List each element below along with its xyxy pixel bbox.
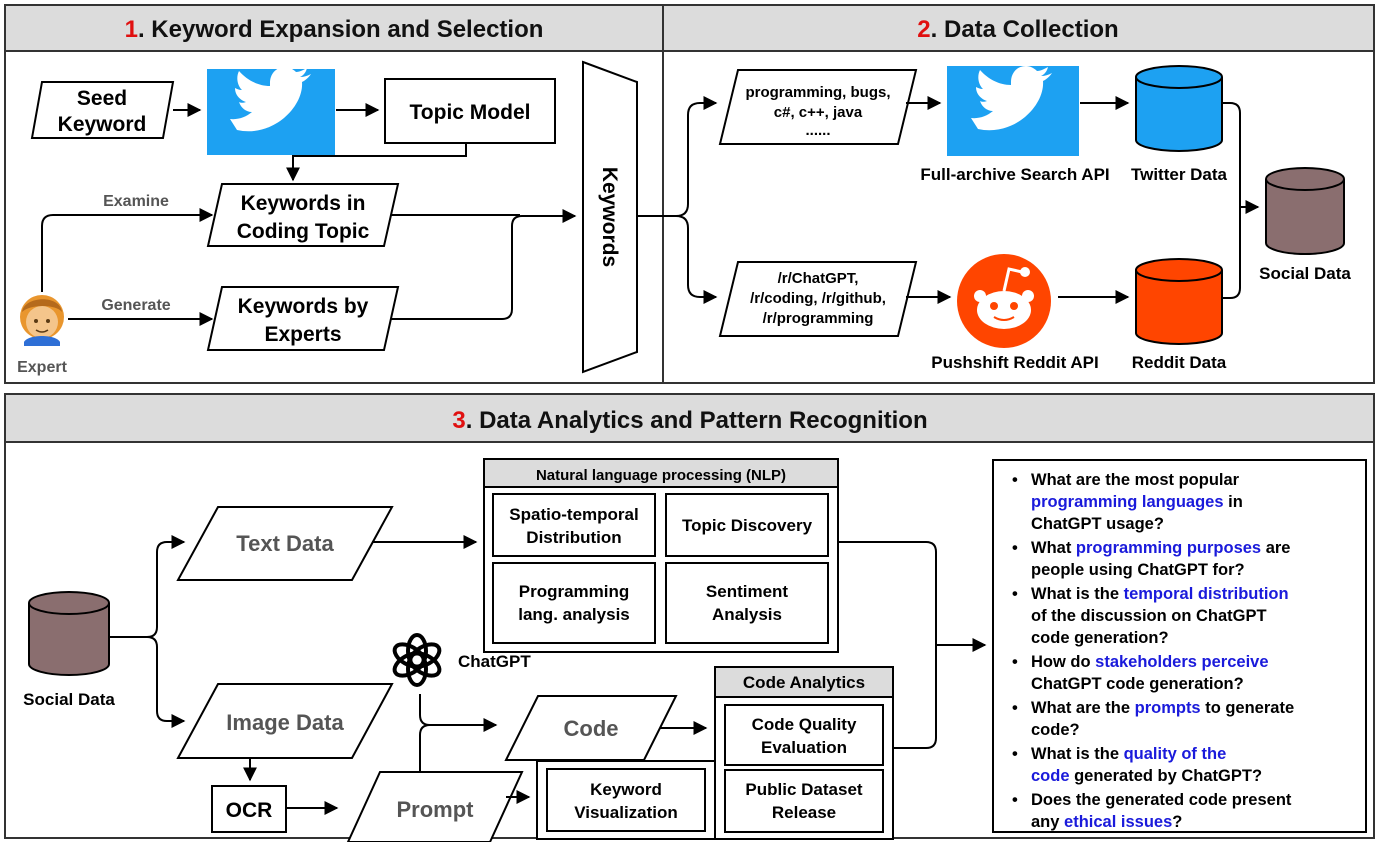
keyword-visualization-panel: Keyword Visualization xyxy=(536,760,716,840)
svg-text:code?: code? xyxy=(1031,721,1080,739)
prompt-node: Prompt xyxy=(346,771,524,842)
svg-text:Coding Topic: Coding Topic xyxy=(237,220,370,243)
svg-text:/r/ChatGPT,: /r/ChatGPT, xyxy=(778,270,859,287)
svg-text:people using ChatGPT for?: people using ChatGPT for? xyxy=(1031,561,1245,579)
section2-title: 2. Data Collection xyxy=(917,16,1118,43)
section3-title: 3. Data Analytics and Pattern Recognitio… xyxy=(452,407,927,434)
svg-text:•: • xyxy=(1012,585,1018,603)
svg-text:Text Data: Text Data xyxy=(236,531,334,556)
twitter-data-db xyxy=(1135,65,1223,152)
svg-text:ChatGPT usage?: ChatGPT usage? xyxy=(1031,515,1164,533)
svg-text:......: ...... xyxy=(805,122,830,139)
section1-title: 1. Keyword Expansion and Selection xyxy=(125,16,544,43)
svg-text:•: • xyxy=(1012,699,1018,717)
svg-text:any ethical issues?: any ethical issues? xyxy=(1031,813,1182,831)
examine-label: Examine xyxy=(103,193,169,210)
twitter-keywords-node: programming, bugs, c#, c++, java ...... xyxy=(718,69,918,145)
svg-text:lang. analysis: lang. analysis xyxy=(518,605,630,624)
expert-label: Expert xyxy=(17,359,67,376)
svg-text:Code: Code xyxy=(564,716,619,741)
code-analytics-title: Code Analytics xyxy=(743,673,865,692)
svg-text:Release: Release xyxy=(772,803,836,822)
svg-text:•: • xyxy=(1012,745,1018,763)
svg-text:•: • xyxy=(1012,471,1018,489)
research-questions-box: • What are the most popular programming … xyxy=(992,459,1367,833)
nlp-box: Natural language processing (NLP) Spatio… xyxy=(483,458,839,653)
svg-text:Analysis: Analysis xyxy=(712,605,782,624)
code-node: Code xyxy=(504,695,678,761)
svg-text:•: • xyxy=(1012,539,1018,557)
svg-text:Experts: Experts xyxy=(264,323,341,346)
svg-text:How do stakeholders perceive: How do stakeholders perceive xyxy=(1031,653,1269,671)
subreddits-node: /r/ChatGPT, /r/coding, /r/github, /r/pro… xyxy=(718,261,918,337)
svg-text:Distribution: Distribution xyxy=(526,528,621,547)
svg-text:Keyword: Keyword xyxy=(590,780,662,799)
pushshift-api-label: Pushshift Reddit API xyxy=(931,353,1099,372)
svg-text:Topic Discovery: Topic Discovery xyxy=(682,516,813,535)
svg-text:OCR: OCR xyxy=(226,799,273,822)
reddit-data-db xyxy=(1135,258,1223,345)
svg-text:/r/programming: /r/programming xyxy=(763,310,874,327)
svg-text:Topic Model: Topic Model xyxy=(410,101,531,124)
chatgpt-label: ChatGPT xyxy=(458,652,531,671)
svg-text:code generated by ChatGPT?: code generated by ChatGPT? xyxy=(1031,767,1262,785)
svg-text:programming languages in: programming languages in xyxy=(1031,493,1243,511)
keywords-node: Keywords xyxy=(582,60,638,374)
keywords-coding-topic-node: Keywords in Coding Topic xyxy=(206,183,400,247)
svg-text:Seed: Seed xyxy=(77,87,127,110)
svg-text:What programming purposes are: What programming purposes are xyxy=(1031,539,1290,557)
ocr-node: OCR xyxy=(211,785,287,833)
seed-keyword-node: Seed Keyword xyxy=(30,81,175,139)
code-analytics-box: Code Analytics Code Quality Evaluation P… xyxy=(714,666,894,840)
svg-text:Code Quality: Code Quality xyxy=(752,715,857,734)
svg-text:/r/coding, /r/github,: /r/coding, /r/github, xyxy=(750,290,886,307)
topic-model-node: Topic Model xyxy=(384,78,556,144)
reddit-alien-icon xyxy=(957,254,1051,348)
svg-text:What is the quality of the: What is the quality of the xyxy=(1031,745,1226,763)
svg-text:What are the prompts to genera: What are the prompts to generate xyxy=(1031,699,1294,717)
svg-text:Evaluation: Evaluation xyxy=(761,738,847,757)
text-data-node: Text Data xyxy=(176,506,394,581)
svg-text:•: • xyxy=(1012,791,1018,809)
svg-text:Keywords in: Keywords in xyxy=(241,192,366,215)
keywords-by-experts-node: Keywords by Experts xyxy=(206,286,400,351)
svg-text:Public Dataset: Public Dataset xyxy=(745,780,862,799)
svg-text:Prompt: Prompt xyxy=(397,797,475,822)
svg-text:c#, c++, java: c#, c++, java xyxy=(774,104,863,121)
svg-text:programming, bugs,: programming, bugs, xyxy=(745,84,890,101)
openai-logo-icon xyxy=(392,633,442,687)
svg-text:Does the generated code presen: Does the generated code present xyxy=(1031,791,1292,809)
svg-text:Keywords: Keywords xyxy=(598,167,621,267)
svg-text:Keywords by: Keywords by xyxy=(238,295,369,318)
social-data-db-top xyxy=(1265,167,1345,255)
social-data-label-bottom: Social Data xyxy=(23,690,115,709)
svg-text:code generation?: code generation? xyxy=(1031,629,1169,647)
social-data-db-bottom xyxy=(28,591,110,676)
generate-label: Generate xyxy=(101,297,170,314)
person-icon xyxy=(20,295,64,346)
reddit-data-label: Reddit Data xyxy=(1132,353,1227,372)
svg-text:Sentiment: Sentiment xyxy=(706,582,789,601)
twitter-bird-icon xyxy=(947,66,1079,156)
twitter-data-label: Twitter Data xyxy=(1131,165,1228,184)
full-archive-api-label: Full-archive Search API xyxy=(920,165,1109,184)
svg-text:Keyword: Keyword xyxy=(58,113,147,136)
image-data-node: Image Data xyxy=(176,683,394,759)
twitter-bird-icon xyxy=(207,67,335,155)
nlp-title: Natural language processing (NLP) xyxy=(536,467,786,484)
social-data-label-top: Social Data xyxy=(1259,264,1351,283)
svg-text:of the discussion on ChatGPT: of the discussion on ChatGPT xyxy=(1031,607,1267,625)
svg-text:Image Data: Image Data xyxy=(226,710,344,735)
svg-text:What are the most popular: What are the most popular xyxy=(1031,471,1240,489)
svg-text:Spatio-temporal: Spatio-temporal xyxy=(509,505,638,524)
svg-text:•: • xyxy=(1012,653,1018,671)
svg-text:ChatGPT code generation?: ChatGPT code generation? xyxy=(1031,675,1244,693)
svg-text:Visualization: Visualization xyxy=(574,803,678,822)
svg-text:Programming: Programming xyxy=(519,582,630,601)
svg-text:What is the temporal distribut: What is the temporal distribution xyxy=(1031,585,1289,603)
